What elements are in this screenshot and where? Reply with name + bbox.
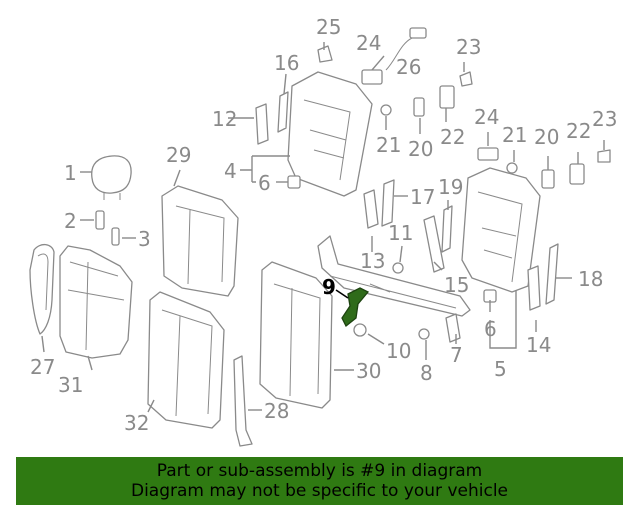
- callout-22: 22: [440, 125, 465, 149]
- callout-17: 17: [410, 185, 435, 209]
- callout-32: 32: [124, 411, 149, 435]
- part-31-cushion: [59, 245, 133, 359]
- part-2-guide: [95, 210, 105, 230]
- part-17-bracket: [381, 179, 395, 227]
- part-23-clip: [459, 71, 473, 87]
- part-1-headrest: [91, 155, 132, 200]
- part-22b-cover: [569, 163, 585, 185]
- callout-1: 1: [64, 161, 77, 185]
- callout-13: 13: [360, 249, 385, 273]
- part-18-trim: [545, 243, 559, 305]
- part-25-clip: [317, 45, 333, 63]
- callout-20b: 20: [534, 125, 559, 149]
- leader-lines: [41, 42, 605, 413]
- callout-25: 25: [316, 15, 341, 39]
- callout-21b: 21: [502, 123, 527, 147]
- callout-28: 28: [264, 399, 289, 423]
- part-9-highlighted: [341, 287, 370, 328]
- part-20b-bracket: [541, 169, 555, 189]
- callout-8: 8: [420, 361, 433, 385]
- part-21-bolt: [380, 104, 392, 116]
- part-30-seat-cover: [259, 261, 333, 409]
- callout-labels: 1 2 3 4 5 6 6 7 8 9 10 11 12 13 14 15 16…: [30, 15, 617, 435]
- part-21b-bolt: [506, 162, 518, 174]
- part-22-cover: [439, 85, 455, 109]
- callout-7: 7: [450, 343, 463, 367]
- part-28-trim: [233, 355, 253, 447]
- banner-line-2: Diagram may not be specific to your vehi…: [130, 481, 508, 501]
- part-24b-plate: [477, 147, 499, 161]
- callout-3: 3: [138, 227, 151, 251]
- part-15-hinge: [423, 215, 445, 273]
- callout-11: 11: [388, 221, 413, 245]
- part-5-backrest-frame: [461, 167, 541, 293]
- callout-10: 10: [386, 339, 411, 363]
- part-3-guide: [111, 227, 120, 246]
- callout-14: 14: [526, 333, 551, 357]
- callout-24: 24: [356, 31, 381, 55]
- part-8-bolt: [418, 328, 430, 340]
- part-23b-clip: [597, 149, 611, 163]
- callout-12: 12: [212, 107, 237, 131]
- callout-19: 19: [438, 175, 463, 199]
- callout-31: 31: [58, 373, 83, 397]
- seat-rail-assembly: [317, 235, 471, 317]
- part-6-insert: [287, 175, 301, 189]
- banner-line-1: Part or sub-assembly is #9 in diagram: [156, 461, 483, 481]
- callout-6b: 6: [484, 317, 497, 341]
- callout-20: 20: [408, 137, 433, 161]
- callout-29: 29: [166, 143, 191, 167]
- callout-5: 5: [494, 357, 507, 381]
- part-27-side-panel: [29, 243, 55, 335]
- callout-4: 4: [224, 159, 237, 183]
- part-7-bracket: [445, 313, 461, 343]
- callout-22b: 22: [566, 119, 591, 143]
- part-14-latch: [527, 265, 541, 311]
- callout-24b: 24: [474, 105, 499, 129]
- part-4-backrest-frame: [287, 71, 373, 197]
- part-32-cushion-cover: [147, 291, 225, 429]
- part-12-bracket: [255, 103, 269, 145]
- callout-27: 27: [30, 355, 55, 379]
- callout-23: 23: [456, 35, 481, 59]
- part-19-bracket: [441, 205, 453, 253]
- part-20-bracket: [413, 97, 425, 117]
- callout-16: 16: [274, 51, 299, 75]
- part-24-plate: [361, 69, 383, 85]
- callout-9: 9: [322, 275, 336, 299]
- callout-18: 18: [578, 267, 603, 291]
- part-10-fastener: [353, 323, 367, 337]
- callout-6: 6: [258, 171, 271, 195]
- callout-2: 2: [64, 209, 77, 233]
- info-banner: Part or sub-assembly is #9 in diagram Di…: [16, 457, 623, 505]
- part-13-bracket: [363, 189, 379, 229]
- callout-26: 26: [396, 55, 421, 79]
- part-29-backrest-cover: [161, 185, 239, 297]
- callout-23b: 23: [592, 107, 617, 131]
- part-16-bracket: [277, 91, 289, 133]
- parts-diagram: 1 2 3 4 5 6 6 7 8 9 10 11 12 13 14 15 16…: [29, 15, 617, 447]
- callout-21: 21: [376, 133, 401, 157]
- callout-30: 30: [356, 359, 381, 383]
- part-11-nut: [392, 262, 404, 274]
- callout-15: 15: [444, 273, 469, 297]
- part-26-harness: [385, 27, 427, 71]
